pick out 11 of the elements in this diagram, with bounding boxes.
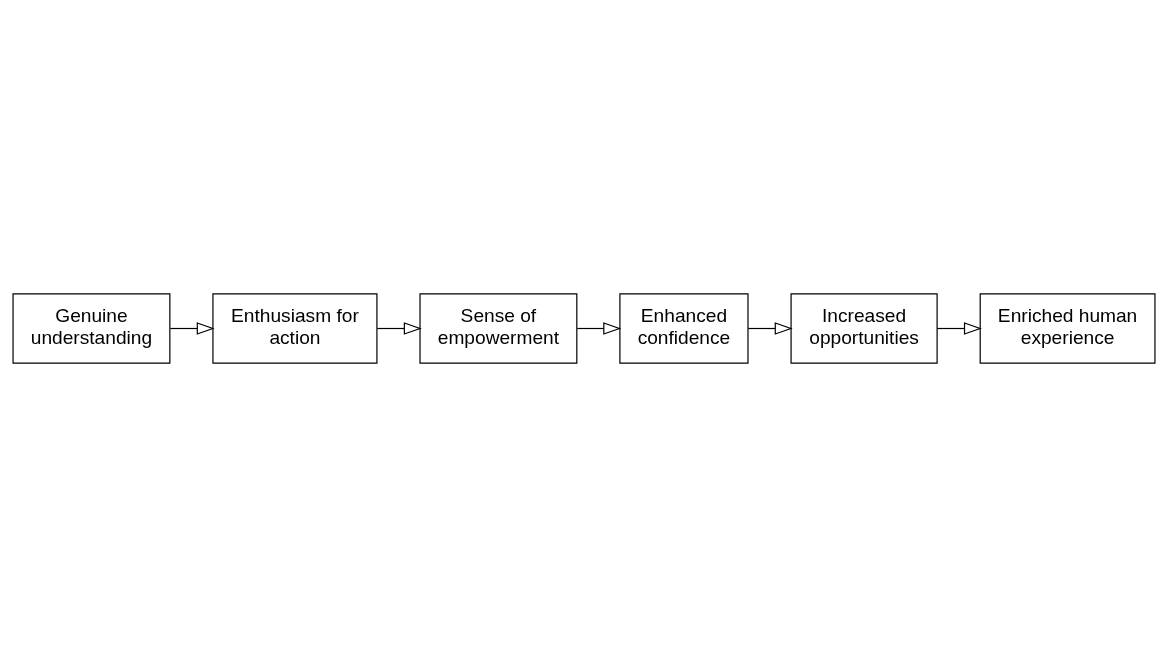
node-box: Enriched human experience <box>979 292 1156 364</box>
arrow <box>576 321 622 335</box>
arrow <box>169 321 215 335</box>
arrow <box>376 321 422 335</box>
arrow <box>936 321 982 335</box>
node-box: Enthusiasm for action <box>212 292 378 364</box>
node-box: Enhanced confidence <box>619 292 749 364</box>
node-box: Sense of empowerment <box>419 292 578 364</box>
node-box: Genuine understanding <box>12 292 171 364</box>
node-box: Increased opportunities <box>790 292 938 364</box>
arrow <box>747 321 793 335</box>
